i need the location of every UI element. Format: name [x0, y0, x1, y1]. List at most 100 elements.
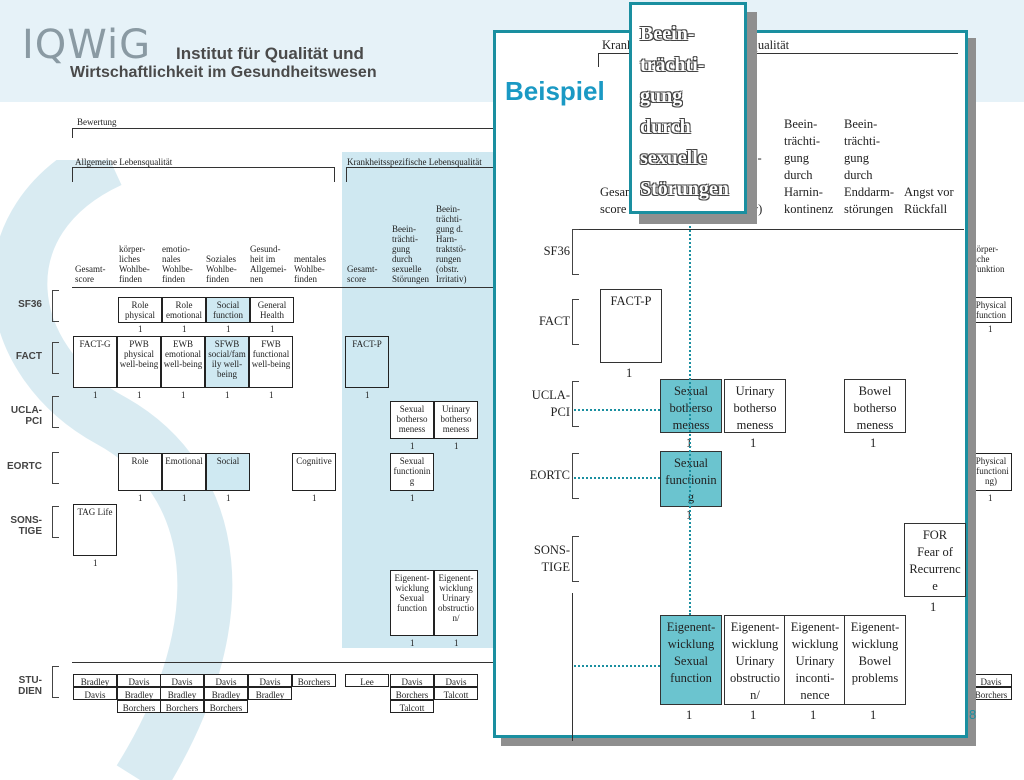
- column-header: Gesamt-score: [75, 264, 106, 284]
- count-label: 1: [454, 441, 459, 451]
- bracket-line: [346, 167, 496, 168]
- bracket-tick: [346, 167, 347, 182]
- count-label: 1: [226, 324, 231, 334]
- label-general-quality: Allgemeine Lebensqualität: [75, 157, 173, 167]
- row-bracket: [52, 666, 59, 698]
- study-cell: Davis: [204, 674, 248, 687]
- study-cell: Borchers: [292, 674, 336, 687]
- count-label: 1: [225, 390, 230, 400]
- label-bewertung: Bewertung: [77, 117, 117, 127]
- count-label: 1: [138, 324, 143, 334]
- zoom-count: 1: [870, 708, 877, 722]
- zoom-count: 1: [870, 436, 877, 450]
- count-label: 1: [988, 493, 993, 503]
- eortc-box: Emotional: [162, 453, 206, 491]
- count-label: 1: [410, 441, 415, 451]
- study-cell: Talcott: [390, 700, 434, 713]
- count-label: 1: [410, 493, 415, 503]
- zoom-row-bracket: [572, 453, 579, 499]
- count-label: 1: [93, 390, 98, 400]
- callout-text-line: Störungen: [640, 178, 729, 200]
- zoom-row-bracket: [572, 536, 579, 582]
- bracket-tick: [72, 128, 73, 138]
- zoom-count: 1: [626, 366, 633, 380]
- bracket-tick: [72, 167, 73, 182]
- page-number: 8: [969, 707, 977, 722]
- zoom-axis-line: [572, 593, 573, 741]
- row-label: STU-DIEN: [18, 675, 42, 697]
- callout-text-line: Beein-: [640, 23, 695, 45]
- study-cell: Davis: [73, 687, 117, 700]
- count-label: 1: [182, 324, 187, 334]
- eortc-box: Cognitive: [292, 453, 336, 491]
- row-bracket: [52, 452, 59, 484]
- study-cell: Bradley: [160, 687, 204, 700]
- institute-name-line2: Wirtschaftlichkeit im Gesundheitswesen: [70, 64, 377, 81]
- zoom-fact-p-box: FACT-P: [600, 289, 662, 363]
- study-cell: Bradley: [117, 687, 161, 700]
- count-label: 1: [226, 493, 231, 503]
- connector-horizontal: [574, 665, 660, 667]
- zoom-row-label: SF36: [543, 244, 570, 258]
- count-label: 1: [365, 390, 370, 400]
- study-cell: Davis: [248, 674, 292, 687]
- connector-vertical: [689, 219, 691, 615]
- connector-horizontal: [574, 409, 660, 411]
- zoom-count: 1: [750, 708, 757, 722]
- fact-p-box: FACT-P: [345, 336, 389, 388]
- count-label: 1: [181, 390, 186, 400]
- zoom-count: 1: [810, 708, 817, 722]
- row-bracket: [52, 342, 59, 374]
- study-cell: Bradley: [248, 687, 292, 700]
- study-cell: Davis: [117, 674, 161, 687]
- column-header: Gesamt-score: [347, 264, 378, 284]
- study-cell: Davis: [970, 674, 1012, 687]
- count-label: 1: [312, 493, 317, 503]
- count-label: 1: [410, 638, 415, 648]
- zoom-row-label: SONS-TIGE: [533, 543, 570, 574]
- study-cell: Davis: [160, 674, 204, 687]
- callout-text-line: trächti-: [640, 54, 705, 76]
- callout-text-line: gung: [640, 85, 683, 107]
- eortc-box: Social: [206, 453, 250, 491]
- study-cell: Borchers: [390, 687, 434, 700]
- study-cell: Bradley: [73, 674, 117, 687]
- callout-text-line: durch: [640, 116, 691, 138]
- zoom-row-bracket: [572, 229, 579, 275]
- row-label: SONS-TIGE: [10, 515, 42, 537]
- background-swirl-graphic: [0, 160, 233, 780]
- zoom-row-label: UCLA-PCI: [531, 388, 570, 419]
- column-header: Beein-trächti-gung d.Harn-traktstö-runge…: [436, 204, 467, 284]
- bracket-line: [72, 128, 502, 129]
- header-rule: [72, 287, 502, 288]
- count-label: 1: [270, 324, 275, 334]
- zoom-bracket-tick: [598, 53, 599, 67]
- zoom-header-rule: [572, 229, 964, 230]
- count-label: 1: [454, 638, 459, 648]
